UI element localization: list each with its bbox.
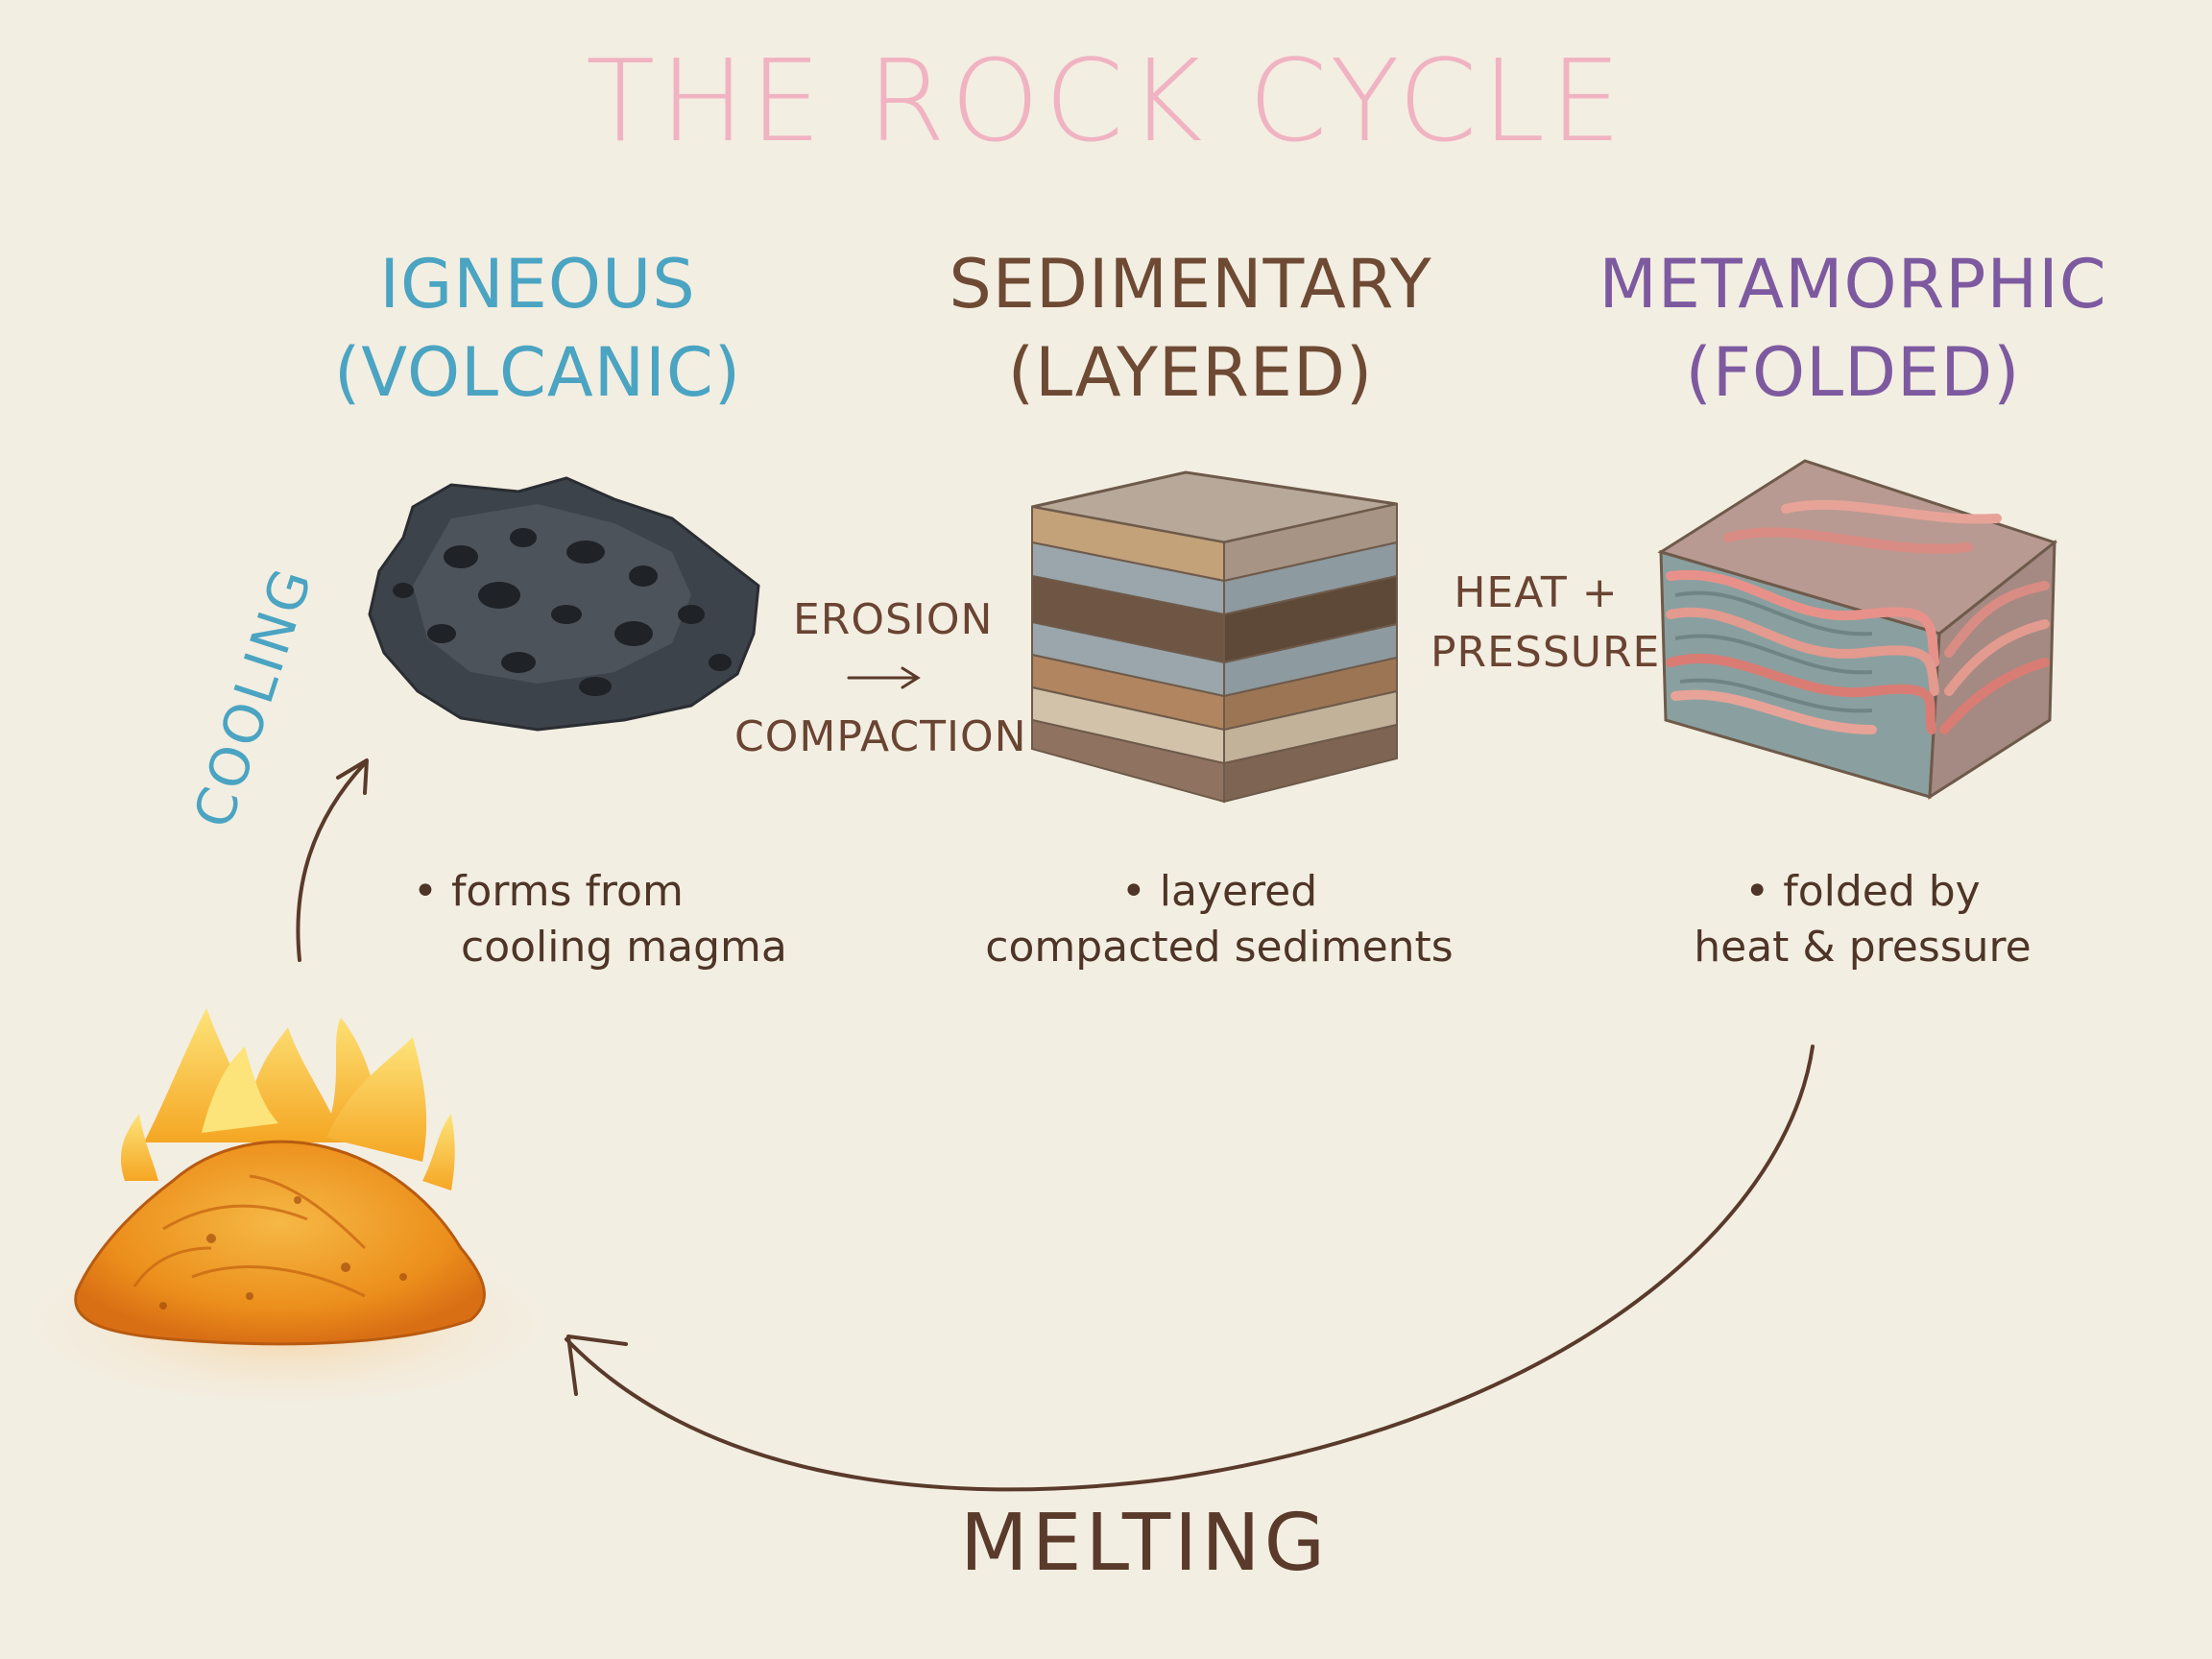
sedimentary-block-icon xyxy=(1031,470,1398,804)
igneous-note: • forms from cooling magma xyxy=(413,864,797,975)
page-title: THE ROCK CYCLE xyxy=(586,35,1626,167)
metamorphic-note: • folded by heat & pressure xyxy=(1651,864,2074,975)
sedimentary-heading: SEDIMENTARY (LAYERED) xyxy=(893,240,1488,417)
erosion-arrow xyxy=(847,666,921,689)
cooling-arrow xyxy=(296,758,369,962)
igneous-rock-icon xyxy=(368,476,760,732)
pressure-label: PRESSURE xyxy=(1431,628,1661,677)
sedimentary-note-line1: • layered xyxy=(1120,867,1318,916)
erosion-label: EROSION xyxy=(793,595,994,644)
metamorphic-name: METAMORPHIC xyxy=(1599,245,2107,324)
compaction-label: COMPACTION xyxy=(734,712,1027,761)
sedimentary-subtitle: (LAYERED) xyxy=(1007,333,1374,412)
metamorphic-subtitle: (FOLDED) xyxy=(1685,333,2021,412)
heat-label: HEAT + xyxy=(1454,568,1619,617)
metamorphic-note-line1: • folded by xyxy=(1744,867,1981,916)
metamorphic-block-icon xyxy=(1657,459,2058,800)
sedimentary-note-line2: compacted sediments xyxy=(985,923,1454,972)
igneous-subtitle: (VOLCANIC) xyxy=(333,333,742,412)
metamorphic-heading: METAMORPHIC (FOLDED) xyxy=(1575,240,2131,417)
igneous-heading: IGNEOUS (VOLCANIC) xyxy=(288,240,787,417)
melting-label: MELTING xyxy=(960,1498,1330,1589)
magma-fire-icon xyxy=(29,1008,547,1402)
metamorphic-note-line2: heat & pressure xyxy=(1694,923,2032,972)
igneous-note-line2: cooling magma xyxy=(461,923,787,972)
melting-arrow xyxy=(565,1045,1815,1492)
sedimentary-name: SEDIMENTARY xyxy=(949,245,1432,324)
igneous-note-line1: • forms from xyxy=(413,867,684,916)
igneous-name: IGNEOUS xyxy=(379,245,696,324)
sedimentary-note: • layered compacted sediments xyxy=(960,864,1479,975)
